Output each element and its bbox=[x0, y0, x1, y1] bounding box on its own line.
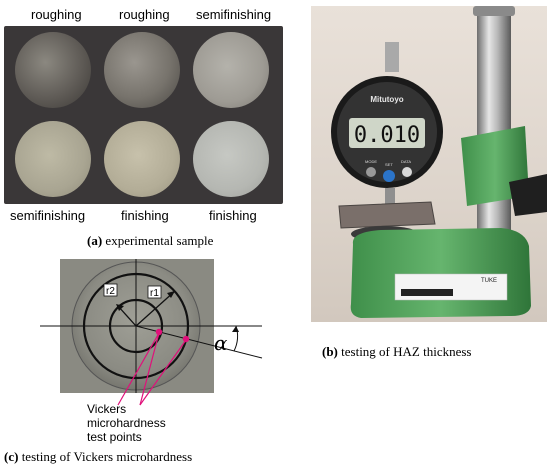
test-point bbox=[182, 335, 190, 343]
sample-label: semifinishing bbox=[10, 208, 86, 223]
gauge-brand: Mitutoyo bbox=[370, 95, 403, 104]
sample-disc bbox=[193, 32, 269, 108]
mode-label: MODE bbox=[365, 159, 377, 164]
stand-base bbox=[350, 228, 531, 318]
lcd-reading: 0.010 bbox=[354, 123, 420, 148]
caption-tag: (b) bbox=[322, 344, 338, 359]
radius-r2-arrow bbox=[117, 305, 137, 327]
r1-label: r1 bbox=[150, 288, 159, 299]
caption-text: experimental sample bbox=[105, 233, 214, 248]
column-cap bbox=[473, 6, 515, 16]
sample-disc bbox=[104, 121, 180, 197]
sample-plate-photo bbox=[4, 26, 283, 204]
sample-label: finishing bbox=[121, 208, 169, 223]
angle-arrowhead bbox=[232, 326, 239, 332]
gauge-photo-drawing: 0.010 Mitutoyo MODE SET DATA TUKE bbox=[331, 6, 547, 318]
radius-r1-arrowhead bbox=[167, 291, 175, 298]
radius-r2-arrowhead bbox=[116, 304, 124, 311]
barcode bbox=[401, 289, 453, 296]
caption-tag: (c) bbox=[4, 449, 19, 464]
sample-disc bbox=[193, 121, 269, 197]
sample-label: finishing bbox=[209, 208, 257, 223]
sample-label: roughing bbox=[31, 7, 82, 22]
caption-tag: (a) bbox=[87, 233, 103, 248]
clamp-knob bbox=[509, 174, 547, 216]
pointer-line bbox=[117, 332, 160, 406]
r2-label-box bbox=[103, 283, 118, 297]
caption-text: testing of Vickers microhardness bbox=[21, 449, 193, 464]
data-label: DATA bbox=[401, 159, 411, 164]
annotation-line: microhardness bbox=[87, 416, 166, 430]
gauge-stem bbox=[385, 42, 399, 72]
pointer-line bbox=[139, 339, 187, 406]
set-label: SET bbox=[385, 162, 393, 167]
caption-c: (c) testing of Vickers microhardness bbox=[4, 449, 192, 465]
label-tag: TUKE bbox=[481, 278, 497, 284]
mode-button bbox=[366, 167, 376, 177]
angle-symbol: α bbox=[214, 331, 228, 355]
test-point bbox=[155, 328, 163, 336]
lcd-display bbox=[349, 118, 425, 148]
caption-a: (a) experimental sample bbox=[87, 233, 213, 249]
sample-label: semifinishing bbox=[196, 7, 272, 22]
microhardness-diagram: r1 r2 α Vickers microhardness test point… bbox=[40, 259, 263, 444]
data-button bbox=[402, 167, 412, 177]
r1-label-box bbox=[147, 285, 162, 299]
annotation-line: test points bbox=[87, 430, 142, 444]
spindle bbox=[385, 188, 395, 206]
caption-text: testing of HAZ thickness bbox=[341, 344, 472, 359]
sample-disc bbox=[15, 32, 91, 108]
sample-label: roughing bbox=[119, 7, 170, 22]
radius-r1-arrow bbox=[135, 290, 176, 327]
pointer-line bbox=[139, 332, 160, 406]
gauge-photo: 0.010 Mitutoyo MODE SET DATA TUKE bbox=[311, 6, 547, 322]
sample-disc bbox=[104, 32, 180, 108]
sample-disc bbox=[15, 121, 91, 197]
annotation-line: Vickers bbox=[87, 402, 126, 416]
set-button bbox=[383, 170, 395, 182]
caption-b: (b) testing of HAZ thickness bbox=[322, 344, 471, 360]
sample-plate bbox=[338, 201, 436, 229]
r2-label: r2 bbox=[106, 286, 115, 297]
